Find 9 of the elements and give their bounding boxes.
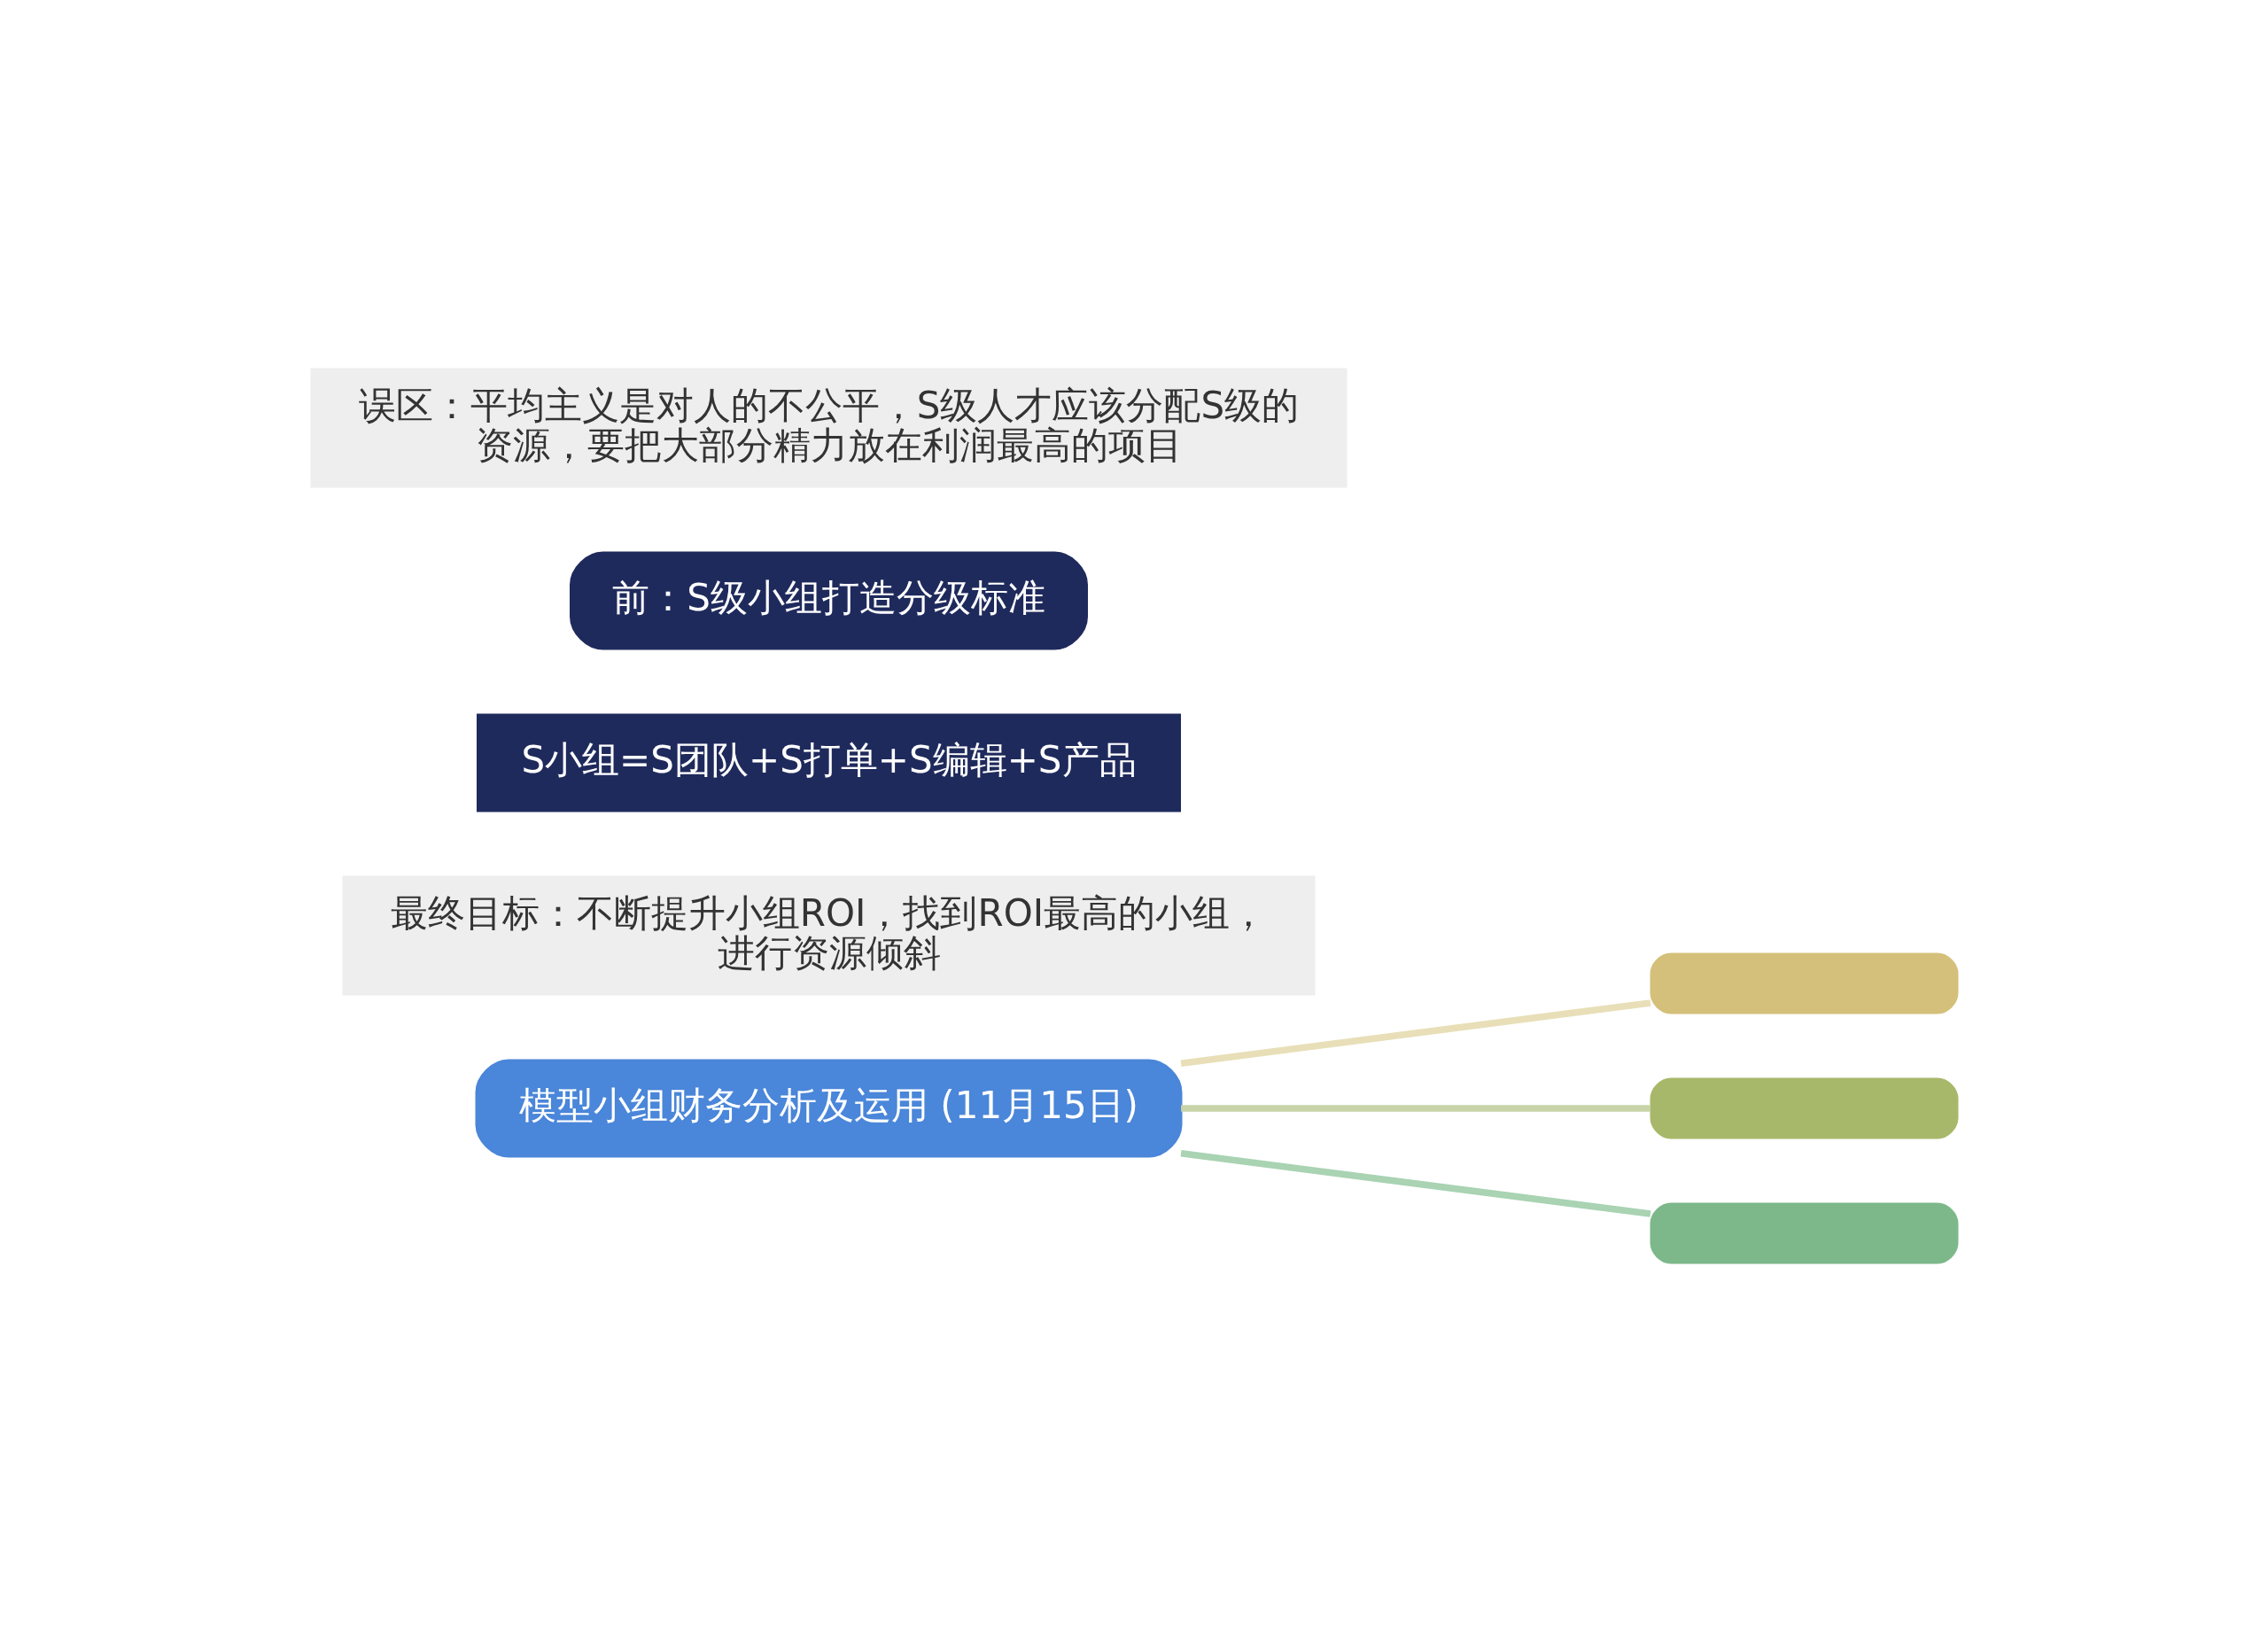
node-box: 前：S级小组打造分级标准 — [569, 551, 1088, 650]
node-box — [1650, 1077, 1958, 1139]
node-box — [1650, 1202, 1958, 1264]
connector — [1180, 1150, 1651, 1217]
node-box: S小组=S团队+S打单+S编辑+S产品 — [476, 713, 1181, 812]
node-box — [1650, 952, 1958, 1014]
connector — [1180, 999, 1651, 1067]
node-box: 模型小组财务分析及运用 (11月15日) — [475, 1059, 1182, 1158]
connector — [1180, 1105, 1651, 1112]
